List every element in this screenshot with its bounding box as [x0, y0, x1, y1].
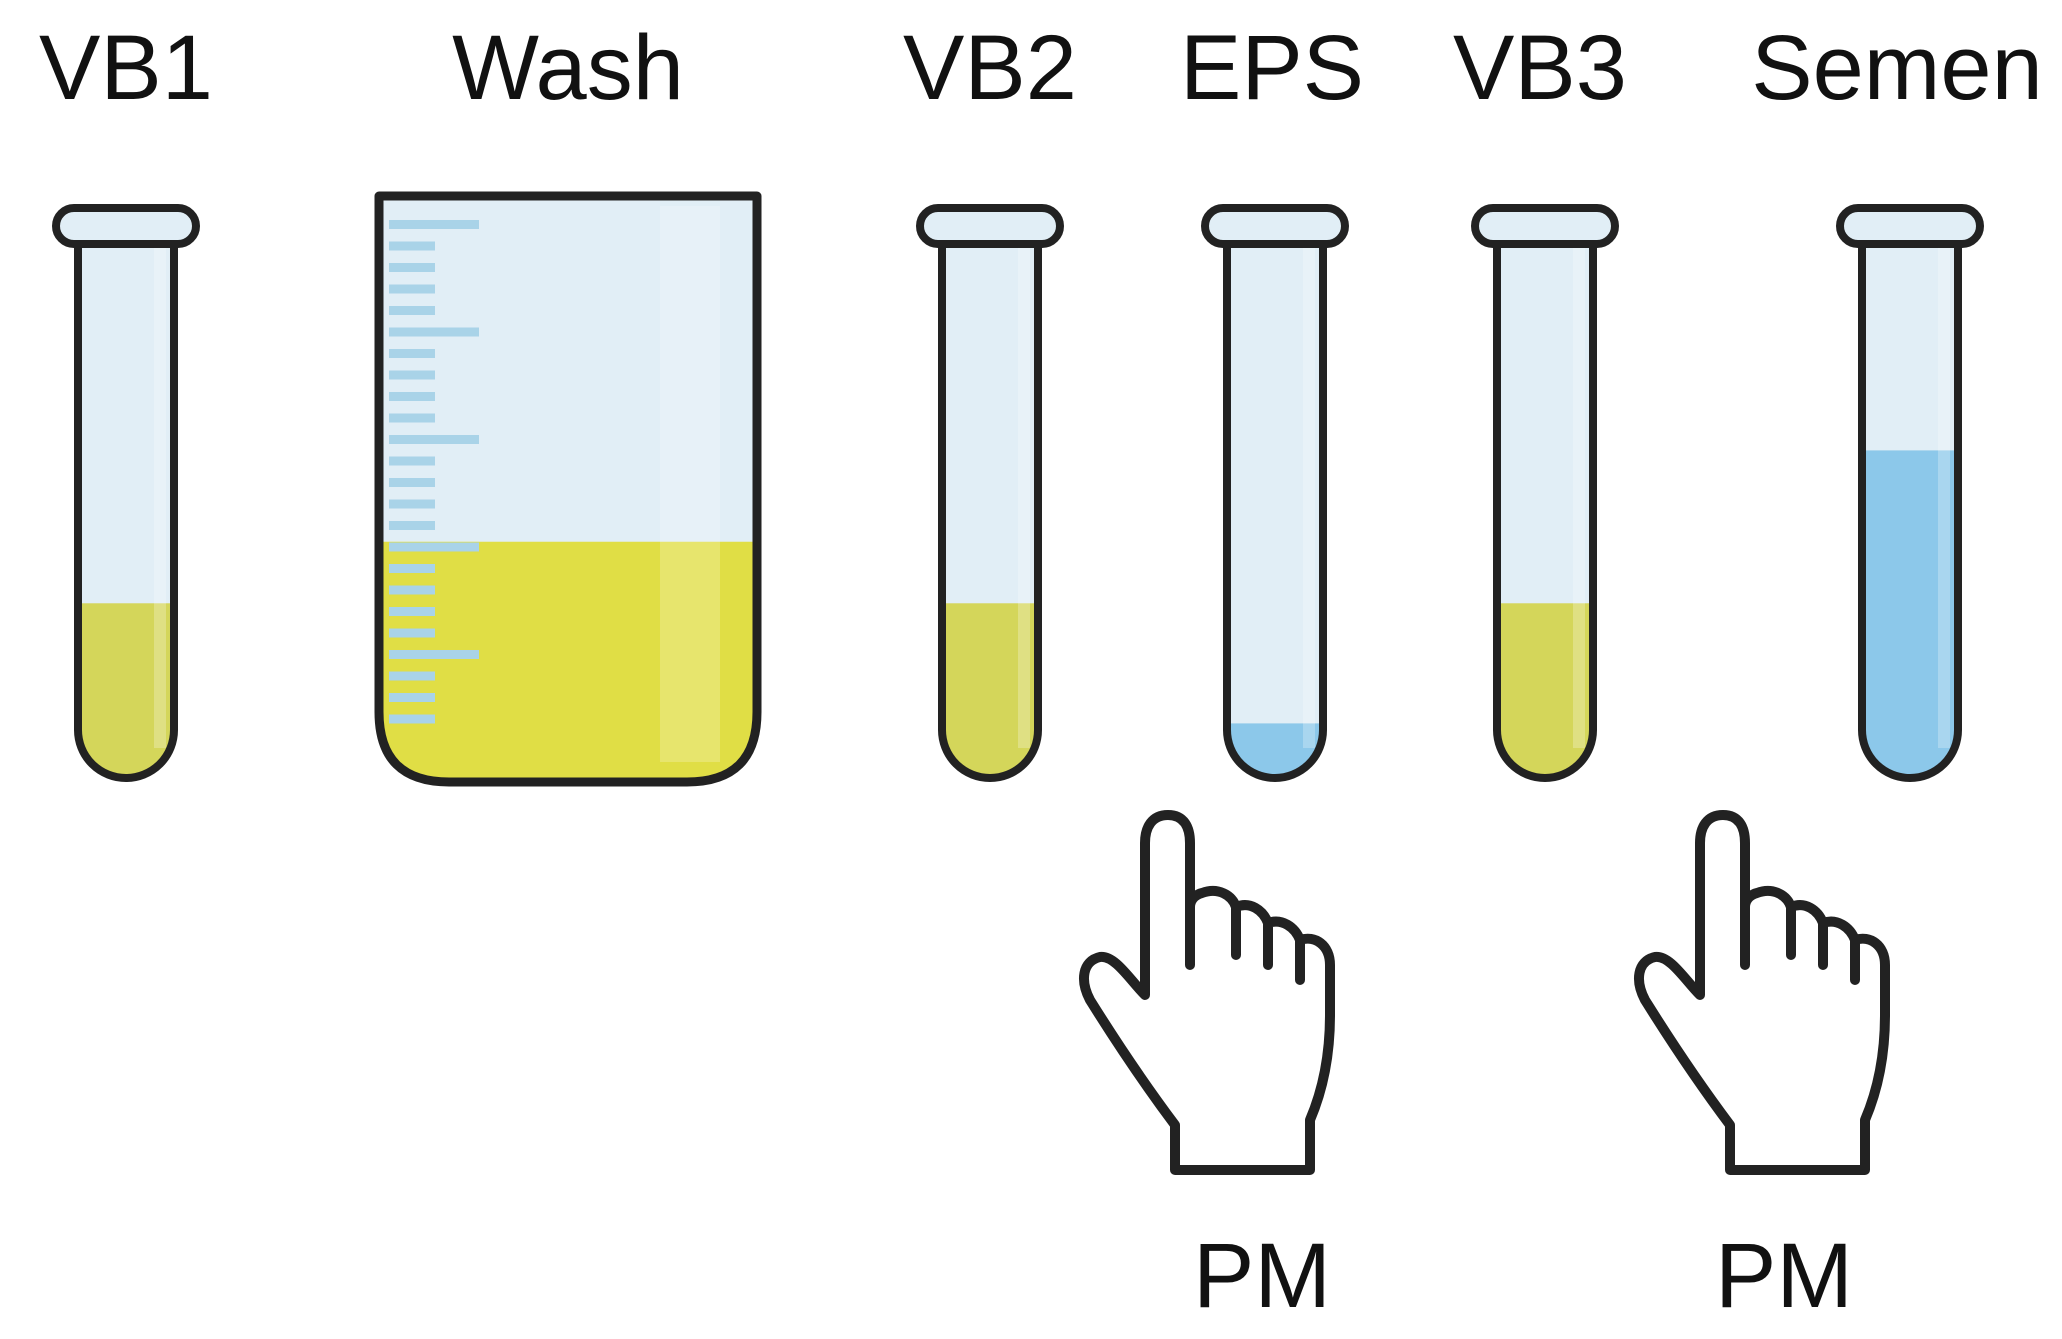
semen-label: Semen: [1751, 17, 2043, 119]
eps-label: EPS: [1179, 17, 1365, 119]
liquid-fill: [78, 603, 174, 778]
wash-beaker: [374, 191, 762, 787]
semen-tube: [1836, 204, 1984, 782]
vb3-tube: [1471, 204, 1619, 782]
liquid-fill: [942, 603, 1038, 778]
liquid-fill: [1862, 450, 1958, 778]
liquid-fill: [379, 541, 757, 782]
pointing-hand-icon: [1079, 810, 1335, 1175]
vb1-label: VB1: [39, 17, 213, 119]
vb2-label: VB2: [903, 17, 1077, 119]
wash-label: Wash: [452, 17, 684, 119]
vb1-tube: [52, 204, 200, 782]
vb3-label: VB3: [1453, 17, 1627, 119]
liquid-fill: [1497, 603, 1593, 778]
pointing-hand-icon: [1634, 810, 1890, 1175]
vb2-tube: [916, 204, 1064, 782]
pm-label-eps: PM: [1193, 1225, 1331, 1327]
eps-tube: [1201, 204, 1349, 782]
pm-label-semen: PM: [1715, 1225, 1853, 1327]
